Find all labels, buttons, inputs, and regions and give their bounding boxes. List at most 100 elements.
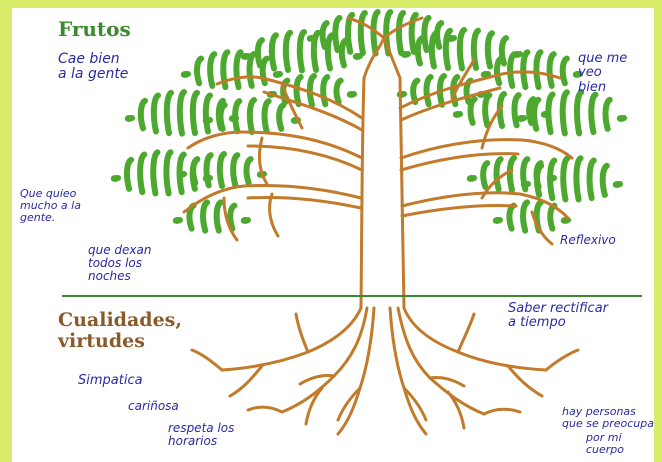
leaf-stroke bbox=[338, 37, 349, 69]
leaf-stroke bbox=[533, 49, 544, 91]
leaf-stroke bbox=[467, 96, 478, 126]
leaf-stroke bbox=[261, 98, 272, 135]
note-respeta: respeta los horarios bbox=[168, 421, 235, 449]
note-carinosa: cariñosa bbox=[128, 399, 179, 413]
leaf-stroke bbox=[493, 156, 504, 193]
leaf-stroke bbox=[324, 32, 335, 72]
leaf-stroke bbox=[180, 71, 191, 78]
leaf-stroke bbox=[232, 98, 243, 135]
leaf-stroke bbox=[319, 20, 330, 50]
leaf-stroke bbox=[616, 115, 627, 122]
leaf-stroke bbox=[446, 35, 457, 42]
leaf-stroke bbox=[493, 55, 505, 87]
leaf-stroke bbox=[442, 27, 453, 71]
diagram-canvas: Frutos Cualidades, virtudes Cae bien a l… bbox=[12, 8, 654, 462]
leaf-stroke bbox=[506, 155, 517, 193]
leaf-stroke bbox=[428, 30, 439, 70]
leaf-stroke bbox=[137, 97, 148, 132]
leaf-stroke bbox=[320, 74, 331, 108]
leaf-stroke bbox=[492, 217, 503, 224]
leaf-stroke bbox=[531, 96, 542, 132]
leaf-stroke bbox=[243, 156, 254, 186]
leaf-stroke bbox=[310, 29, 321, 73]
leaf-stroke bbox=[516, 115, 527, 122]
leaf-stroke bbox=[203, 152, 214, 189]
leaf-stroke bbox=[526, 96, 537, 126]
note-que-dejan: que dexan todos los noches bbox=[88, 243, 152, 284]
leaf-stroke bbox=[507, 51, 518, 89]
leaf-stroke bbox=[332, 14, 343, 54]
leaf-stroke bbox=[520, 199, 531, 234]
leaf-stroke bbox=[189, 89, 200, 137]
leaf-stroke bbox=[202, 92, 213, 135]
leaf-stroke bbox=[520, 156, 531, 193]
leaf-stroke bbox=[202, 117, 213, 124]
leaf-stroke bbox=[230, 152, 241, 189]
note-que-quieo: Que quieo mucho a la gente. bbox=[20, 187, 81, 225]
leaf-stroke bbox=[254, 37, 265, 69]
leaf-stroke bbox=[259, 55, 270, 87]
leaf-stroke bbox=[268, 32, 279, 72]
leaf-stroke bbox=[547, 202, 558, 232]
leaf-stroke bbox=[520, 49, 531, 91]
leaf-stroke bbox=[217, 102, 228, 132]
note-por-mi-cuerpo: por mi cuerpo bbox=[586, 431, 625, 457]
leaf-stroke bbox=[123, 156, 135, 192]
leaf-stroke bbox=[246, 51, 257, 89]
leaf-stroke bbox=[213, 199, 224, 234]
leaf-stroke bbox=[546, 175, 557, 182]
leaf-stroke bbox=[282, 29, 293, 73]
leaf-stroke bbox=[559, 89, 570, 137]
leaf-stroke bbox=[207, 51, 218, 89]
leaf-stroke bbox=[200, 199, 211, 234]
leaf-stroke bbox=[540, 111, 551, 118]
section-title-cualidades: Cualidades, virtudes bbox=[58, 309, 182, 352]
leaf-stroke bbox=[414, 35, 425, 67]
leaf-stroke bbox=[110, 175, 121, 182]
leaf-stroke bbox=[410, 77, 421, 106]
leaf-stroke bbox=[452, 111, 463, 118]
leaf-stroke bbox=[272, 71, 283, 78]
leaf-stroke bbox=[150, 149, 161, 197]
leaf-stroke bbox=[240, 217, 251, 224]
leaf-stroke bbox=[190, 156, 201, 186]
note-saber-rectificar: Saber rectificar a tiempo bbox=[508, 301, 609, 331]
leaf-stroke bbox=[533, 160, 544, 190]
leaf-stroke bbox=[421, 14, 432, 54]
leaf-stroke bbox=[456, 27, 467, 72]
leaf-stroke bbox=[496, 91, 507, 129]
tree-illustration bbox=[62, 9, 642, 436]
leaf-stroke bbox=[545, 91, 556, 136]
leaf-stroke bbox=[227, 202, 238, 232]
leaf-stroke bbox=[176, 89, 187, 137]
leaf-stroke bbox=[352, 53, 363, 60]
leaf-stroke bbox=[480, 71, 491, 78]
leaf-stroke bbox=[333, 77, 344, 106]
leaf-stroke bbox=[423, 74, 434, 108]
leaf-stroke bbox=[357, 9, 368, 57]
leaf-stroke bbox=[436, 73, 447, 108]
canopy-leaves bbox=[110, 9, 627, 234]
leaf-stroke bbox=[573, 155, 584, 203]
leaf-stroke bbox=[511, 92, 522, 129]
leaf-stroke bbox=[482, 92, 493, 129]
leaf-stroke bbox=[137, 151, 148, 196]
leaf-stroke bbox=[408, 11, 419, 55]
leaf-stroke bbox=[470, 27, 481, 71]
leaf-stroke bbox=[240, 53, 251, 60]
leaf-stroke bbox=[395, 9, 407, 57]
leaf-stroke bbox=[599, 162, 610, 198]
leaf-stroke bbox=[586, 157, 597, 202]
leaf-stroke bbox=[573, 89, 585, 137]
leaf-stroke bbox=[233, 49, 244, 91]
leaf-stroke bbox=[172, 217, 183, 224]
leaf-stroke bbox=[546, 51, 557, 89]
note-que-me-veo-bien: que me veo bien bbox=[578, 51, 628, 95]
leaf-stroke bbox=[506, 202, 517, 232]
leaf-stroke bbox=[559, 55, 570, 87]
leaf-stroke bbox=[276, 102, 287, 132]
leaf-stroke bbox=[163, 149, 174, 197]
leaf-stroke bbox=[572, 71, 583, 78]
leaf-stroke bbox=[176, 171, 187, 178]
leaf-stroke bbox=[602, 96, 613, 132]
